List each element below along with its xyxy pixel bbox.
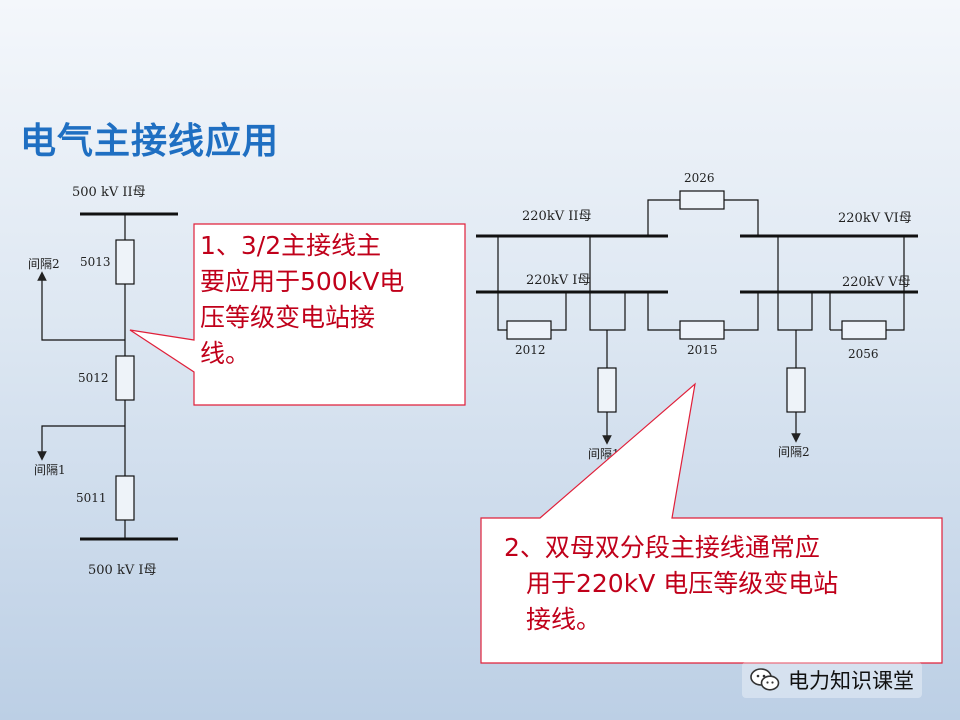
left-diagram	[37, 212, 178, 541]
breaker-5012	[115, 355, 135, 401]
callout1-line4: 线。	[200, 339, 251, 368]
bay1-branch	[37, 425, 125, 461]
bus-220kv-i-label: 220kV I母	[526, 273, 590, 288]
callout-32-scheme: 1、3/2主接线主 要应用于500kV电 压等级变电站接 线。	[200, 228, 462, 372]
bay1-label: 间隔1	[34, 463, 66, 477]
callout2-line2: 用于220kV 电压等级变电站	[526, 569, 839, 598]
callout1-line1: 1、3/2主接线主	[200, 231, 382, 260]
breaker-label-2015: 2015	[687, 343, 718, 357]
bus-220kv-vi-label: 220kV VI母	[838, 211, 912, 226]
bay2-label: 间隔2	[28, 257, 60, 271]
breaker-2012	[506, 320, 552, 340]
breaker-2026	[679, 190, 725, 210]
callout2-line3: 接线。	[526, 605, 602, 634]
breaker-5013	[115, 239, 135, 285]
bus-220kv-v-label: 220kV V母	[842, 275, 911, 290]
bus-top-label: 500 kV II母	[72, 185, 146, 200]
feeder-bay2-breaker	[786, 367, 806, 413]
right-bay2-label: 间隔2	[778, 445, 810, 459]
callout1-box	[129, 223, 466, 406]
bus-220kv-ii-label: 220kV II母	[522, 209, 591, 224]
bus-bottom-label: 500 kV I母	[88, 563, 156, 578]
feeder-bay1-breaker	[597, 367, 617, 413]
callout2-box	[480, 382, 943, 664]
callout-double-bus: 2、双母双分段主接线通常应 用于220kV 电压等级变电站 接线。	[504, 530, 924, 638]
breaker-label-5013: 5013	[80, 255, 111, 269]
callout1-line3: 压等级变电站接	[200, 303, 376, 332]
watermark: 电力知识课堂	[742, 662, 922, 698]
breaker-label-2026: 2026	[684, 171, 715, 185]
breaker-label-5011: 5011	[76, 491, 107, 505]
bay2-branch	[37, 271, 125, 341]
watermark-text: 电力知识课堂	[788, 669, 914, 693]
breaker-5011	[115, 475, 135, 521]
breaker-2015	[679, 320, 725, 340]
page-title: 电气主接线应用	[20, 121, 280, 162]
right-diagram	[476, 190, 918, 445]
wechat-icon	[750, 668, 780, 691]
breaker-label-2012: 2012	[515, 343, 546, 357]
breaker-label-2056: 2056	[848, 347, 879, 361]
callout1-line2: 要应用于500kV电	[200, 267, 405, 296]
breaker-label-5012: 5012	[78, 371, 109, 385]
breaker-2056	[841, 320, 887, 340]
callout2-line1: 2、双母双分段主接线通常应	[504, 533, 820, 562]
